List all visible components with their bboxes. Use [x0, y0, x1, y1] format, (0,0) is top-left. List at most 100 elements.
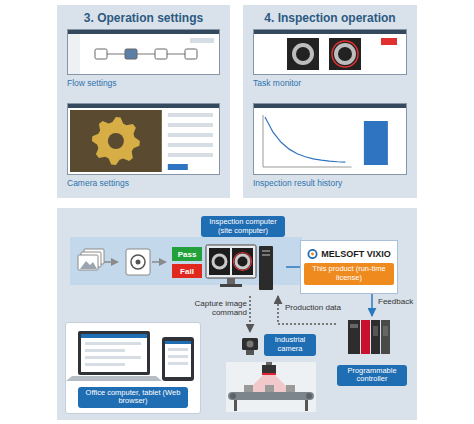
- conveyor-picture: [226, 362, 316, 412]
- screenshot: [68, 34, 80, 74]
- devices-picture: [66, 376, 162, 381]
- connector: [249, 296, 251, 332]
- settings-panel: 3. Operation settingsFlow settingsCamera…: [57, 5, 230, 198]
- monitor-icon: [227, 278, 235, 284]
- devices-picture: [81, 334, 147, 338]
- ai-icon: [131, 255, 145, 269]
- devices-picture: [165, 341, 191, 344]
- screenshot: [168, 143, 213, 147]
- screenshot: [329, 38, 361, 70]
- conveyor-picture: [265, 385, 274, 392]
- conveyor-picture: [286, 385, 295, 392]
- screenshot: [101, 54, 191, 55]
- screenshot: [168, 133, 213, 137]
- screenshot: [254, 104, 406, 108]
- devices-picture: [168, 355, 188, 358]
- caption-label: Flow settings: [67, 78, 220, 88]
- screenshot: [155, 49, 167, 59]
- devices-picture: [168, 348, 188, 351]
- screenshot: [336, 45, 354, 63]
- camera-icon: [247, 341, 254, 348]
- monitor-icon: [259, 246, 273, 290]
- callout-label: Inspection computer (site computer): [201, 216, 285, 237]
- devices-picture: [168, 362, 188, 365]
- screenshot: [92, 117, 140, 165]
- flow-arrow: [159, 258, 167, 266]
- monitor-icon: [220, 284, 242, 287]
- screenshot: [253, 103, 407, 175]
- flow-arrow: [104, 258, 119, 266]
- plc-icon: [348, 320, 390, 354]
- devices-picture: [78, 331, 150, 375]
- camera-icon: [242, 338, 258, 350]
- caption-label: Inspection result history: [253, 178, 407, 188]
- caption-label: Camera settings: [67, 178, 220, 188]
- monitor-icon: [262, 254, 270, 256]
- badge-label: Fail: [177, 267, 197, 276]
- plc-icon: [373, 326, 378, 336]
- conveyor-picture: [305, 400, 308, 411]
- screenshot: [68, 30, 219, 34]
- devices-picture: [66, 323, 200, 385]
- images-icon: [78, 249, 104, 270]
- screenshot: [294, 45, 312, 63]
- screenshot: [254, 30, 407, 75]
- license-tag: This product (run-time license): [304, 263, 394, 284]
- screenshot: [68, 30, 220, 75]
- connector: [286, 266, 300, 268]
- devices-picture: [85, 349, 125, 352]
- screenshot: [287, 38, 319, 70]
- pass-badge: Pass: [172, 247, 202, 261]
- conveyor-picture: [266, 362, 272, 365]
- camera-icon: [242, 338, 258, 355]
- screenshot: [168, 153, 213, 157]
- monitor-icon: [236, 255, 249, 268]
- screenshot: [67, 103, 220, 175]
- devices-picture: [162, 337, 194, 381]
- screenshot: [68, 104, 219, 108]
- plc-icon: [350, 324, 358, 328]
- flow-arrow: [111, 258, 119, 266]
- screenshot: [332, 41, 358, 67]
- product-box: MELSOFT VIXIO This product (run-time lice…: [300, 240, 398, 294]
- screenshot: [263, 167, 352, 168]
- plc-icon: [371, 320, 380, 354]
- screenshot: [254, 30, 406, 34]
- conveyor-picture: [234, 400, 237, 411]
- conveyor-picture: [226, 362, 316, 412]
- monitor-icon: [206, 245, 256, 278]
- devices-picture: [81, 334, 147, 372]
- screenshot: [381, 38, 397, 45]
- screenshot: [364, 121, 388, 165]
- monitor-icon: [213, 255, 226, 268]
- screenshot: [168, 113, 213, 117]
- devices-picture: [85, 363, 125, 366]
- devices-picture: [85, 342, 141, 345]
- monitor-icon: [209, 248, 230, 275]
- screenshot-card: Camera settings: [67, 103, 220, 193]
- conveyor-picture: [262, 373, 276, 375]
- conveyor-picture: [306, 393, 312, 399]
- devices-picture: [85, 356, 141, 359]
- screenshot: [265, 117, 345, 162]
- plc-icon: [381, 320, 390, 354]
- conveyor-picture: [230, 393, 236, 399]
- brand-name: MELSOFT VIXIO: [307, 249, 391, 259]
- screenshot: [185, 49, 197, 59]
- connector: [371, 294, 373, 316]
- monitor-icon: [262, 250, 270, 252]
- ai-icon: [136, 260, 141, 265]
- plc-icon: [348, 320, 360, 354]
- plc-icon: [383, 326, 388, 336]
- conveyor-picture: [244, 385, 253, 392]
- camera-icon: [246, 350, 254, 355]
- images-icon: [78, 255, 98, 270]
- panel-title: 4. Inspection operation: [243, 5, 417, 25]
- edge-label: Production data: [284, 303, 342, 312]
- screenshot-card: Inspection result history: [253, 103, 407, 193]
- screenshot: [70, 110, 162, 172]
- programmable-controller: Programmable controller: [336, 316, 408, 386]
- monitor-icon: [234, 253, 252, 271]
- screenshot: [108, 133, 124, 149]
